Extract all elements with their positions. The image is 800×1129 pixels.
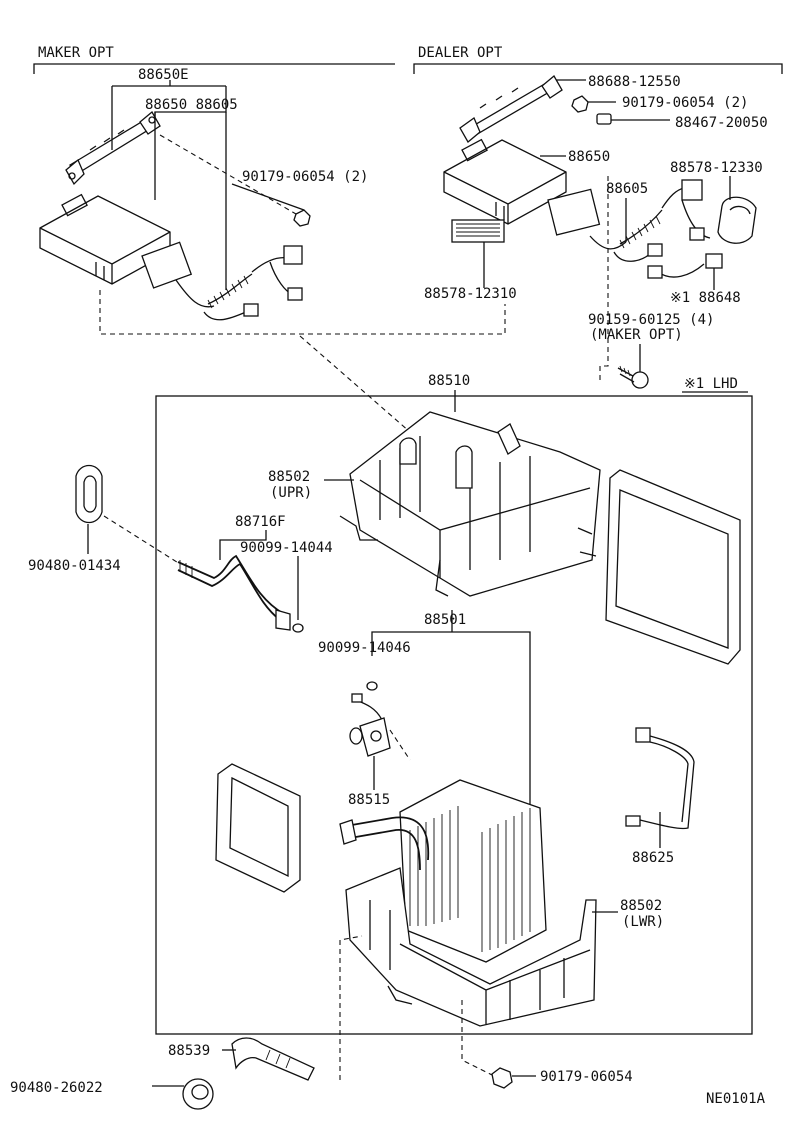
maker-opt-header: MAKER OPT (33, 45, 395, 74)
label-90159-maker-opt: (MAKER OPT) (590, 327, 683, 343)
evaporator-88501 (339, 779, 547, 963)
grommet-90480-01434 (75, 464, 103, 524)
maker-bracket (65, 111, 161, 186)
label-88515: 88515 (348, 792, 390, 808)
label-88501: 88501 (424, 612, 466, 628)
o-ring-90099-14044 (292, 623, 304, 633)
label-90179-06054-2-left: 90179-06054 (2) (242, 169, 368, 185)
label-88502-lwr-note: (LWR) (622, 914, 664, 930)
label-88502-upr-note: (UPR) (270, 485, 312, 501)
sensor-88648 (647, 253, 723, 279)
dealer-bracket (459, 75, 563, 143)
dealer-nut (571, 95, 589, 113)
screw-90159-60125 (617, 365, 649, 389)
dealer-clip (596, 113, 612, 125)
label-88650E: 88650E (138, 67, 189, 83)
label-88648: ※1 88648 (670, 290, 741, 306)
maker-opt-label: MAKER OPT (38, 45, 114, 61)
label-88502-lwr: 88502 (620, 898, 662, 914)
label-90179-06054-2-right: 90179-06054 (2) (622, 95, 748, 111)
label-88578-12310: 88578-12310 (424, 286, 517, 302)
label-88502-upr: 88502 (268, 469, 310, 485)
dealer-opt-header: DEALER OPT (413, 45, 783, 74)
lower-case-88502 (345, 867, 597, 1027)
maker-nut (293, 209, 311, 227)
maker-amplifier-unit (39, 193, 171, 285)
filter-frame-left (215, 763, 301, 893)
dealer-cover (717, 196, 757, 244)
label-90099-14044: 90099-14044 (240, 540, 333, 556)
label-88650-right: 88650 (568, 149, 610, 165)
dealer-opt-label: DEALER OPT (418, 45, 503, 61)
dealer-pad (451, 219, 505, 243)
label-90179-06054-bottom: 90179-06054 (540, 1069, 633, 1085)
dealer-wire-harness (547, 179, 711, 262)
label-88625: 88625 (632, 850, 674, 866)
label-88716F: 88716F (235, 514, 286, 530)
label-88688-12550: 88688-12550 (588, 74, 681, 90)
label-90480-26022: 90480-26022 (10, 1080, 103, 1096)
label-88650-88605: 88650 88605 (145, 97, 238, 113)
o-ring-90099-14046 (366, 681, 378, 691)
filter-frame-right (605, 469, 741, 665)
dealer-amplifier-unit (443, 138, 567, 225)
upper-case-88502 (339, 411, 601, 597)
lhd-note: ※1 LHD (684, 376, 738, 392)
label-90099-14046: 90099-14046 (318, 640, 411, 656)
heater-unit-frame (155, 395, 753, 1035)
nut-90179-06054-bottom (491, 1067, 513, 1089)
label-88510: 88510 (428, 373, 470, 389)
grommet-90480-26022 (182, 1078, 214, 1110)
label-90480-01434: 90480-01434 (28, 558, 121, 574)
label-88605-right: 88605 (606, 181, 648, 197)
maker-wire-harness (141, 241, 303, 321)
label-88539: 88539 (168, 1043, 210, 1059)
label-88578-12330: 88578-12330 (670, 160, 763, 176)
label-90159-60125: 90159-60125 (4) (588, 312, 714, 328)
pipe-88716F (177, 554, 291, 631)
expansion-valve-88515 (349, 693, 391, 757)
figure-code: NE0101A (706, 1091, 766, 1107)
drain-hose-88539 (231, 1037, 315, 1081)
label-88467-20050: 88467-20050 (675, 115, 768, 131)
